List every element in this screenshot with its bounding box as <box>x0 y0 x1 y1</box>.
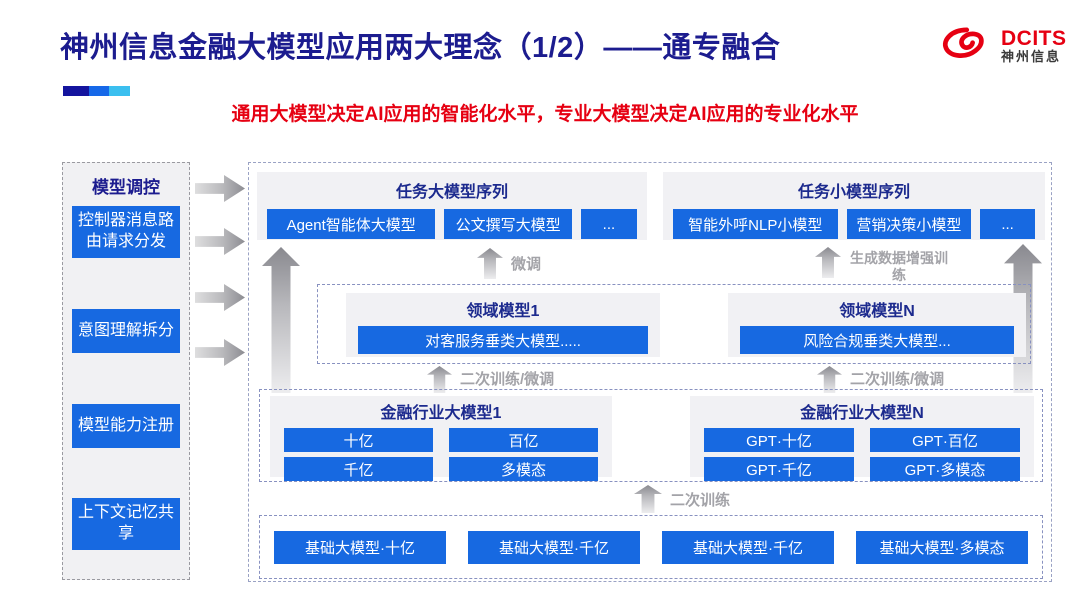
panel-title: 任务小模型序列 <box>797 184 910 201</box>
gen-data-train-label: 生成数据增强训练 <box>850 250 948 283</box>
flow-right-arrow-icon <box>195 339 245 366</box>
industry-model-n-panel: 金融行业大模型N GPT·十亿 GPT·百亿 GPT·千亿 GPT·多模态 <box>690 396 1034 481</box>
industry-model-1-panel: 金融行业大模型1 十亿 百亿 千亿 多模态 <box>270 396 612 481</box>
dcits-logo: DCITS 神州信息 <box>940 22 1067 69</box>
sidebar-item-message-routing: 控制器消息路由请求分发 <box>72 206 180 258</box>
sidebar-item-context-memory: 上下文记忆共享 <box>72 498 180 550</box>
accent-bar-segment <box>109 86 130 96</box>
model-chip-customer-service: 对客服务垂类大模型..... <box>358 326 648 354</box>
retrain-finetune-label: 二次训练/微调 <box>460 371 555 388</box>
model-chip-gpt-100b: GPT·千亿 <box>704 457 854 481</box>
industry-models-box: 金融行业大模型1 十亿 百亿 千亿 多模态 金融行业大模型N GPT·十亿 GP… <box>259 389 1043 482</box>
model-control-panel: 模型调控 控制器消息路由请求分发 意图理解拆分 模型能力注册 上下文记忆共享 <box>62 162 190 580</box>
panel-title: 金融行业大模型1 <box>380 405 502 422</box>
domain-model-n-panel: 领域模型N 风险合规垂类大模型... <box>728 293 1026 357</box>
retrain-label: 二次训练 <box>670 492 731 509</box>
panel-title: 领域模型1 <box>466 303 540 320</box>
model-chip-agent: Agent智能体大模型 <box>267 209 436 239</box>
logo-text: DCITS 神州信息 <box>1001 27 1067 64</box>
slide-subtitle: 通用大模型决定AI应用的智能化水平，专业大模型决定AI应用的专业化水平 <box>231 104 859 125</box>
sidebar-title: 模型调控 <box>92 178 160 197</box>
base-models-box: 基础大模型·十亿 基础大模型·千亿 基础大模型·千亿 基础大模型·多模态 <box>259 515 1043 579</box>
model-chip-gpt-multimodal: GPT·多模态 <box>870 457 1020 481</box>
model-architecture-diagram: 任务大模型序列 Agent智能体大模型 公文撰写大模型 ... 任务小模型序列 … <box>248 162 1052 582</box>
task-small-model-panel: 任务小模型序列 智能外呼NLP小模型 营销决策小模型 ... <box>663 172 1045 240</box>
logo-brand-cn: 神州信息 <box>1001 48 1062 64</box>
retrain-finetune-label: 二次训练/微调 <box>850 371 945 388</box>
model-chip-base-multimodal: 基础大模型·多模态 <box>856 530 1028 564</box>
accent-bar-segment <box>63 86 89 96</box>
model-chip-10b: 百亿 <box>449 428 598 452</box>
model-chip-1b: 十亿 <box>284 428 433 452</box>
flow-right-arrow-icon <box>195 228 245 255</box>
model-chip-ellipsis: ... <box>980 209 1035 239</box>
fine-tune-label: 微调 <box>511 256 542 273</box>
model-chip-outbound-nlp: 智能外呼NLP小模型 <box>673 209 838 239</box>
model-chip-gpt-10b: GPT·百亿 <box>870 428 1020 452</box>
model-chip-marketing-decision: 营销决策小模型 <box>846 209 972 239</box>
industry-model-1-grid: 十亿 百亿 千亿 多模态 <box>284 428 598 481</box>
task-small-model-row: 智能外呼NLP小模型 营销决策小模型 ... <box>663 202 1045 239</box>
model-chip-risk-compliance: 风险合规垂类大模型... <box>740 326 1014 354</box>
model-chip-base-100b: 基础大模型·千亿 <box>662 530 834 564</box>
model-chip-multimodal: 多模态 <box>449 457 598 481</box>
model-chip-base-1b: 基础大模型·十亿 <box>274 530 446 564</box>
model-chip-100b: 千亿 <box>284 457 433 481</box>
industry-model-n-grid: GPT·十亿 GPT·百亿 GPT·千亿 GPT·多模态 <box>704 428 1020 481</box>
accent-bar-segment <box>89 86 109 96</box>
task-large-model-panel: 任务大模型序列 Agent智能体大模型 公文撰写大模型 ... <box>257 172 647 240</box>
up-arrow-icon <box>477 248 503 279</box>
flow-right-arrow-icon <box>195 284 245 311</box>
model-chip-gpt-1b: GPT·十亿 <box>704 428 854 452</box>
domain-models-box: 领域模型1 对客服务垂类大模型..... 领域模型N 风险合规垂类大模型... <box>317 284 1031 364</box>
up-arrow-icon <box>815 247 841 278</box>
model-chip-base-100b: 基础大模型·千亿 <box>468 530 640 564</box>
flow-right-arrow-icon <box>195 175 245 202</box>
panel-title: 领域模型N <box>839 303 915 320</box>
sidebar-item-intent-split: 意图理解拆分 <box>72 309 180 353</box>
title-accent-bar <box>63 86 130 96</box>
logo-brand: DCITS <box>1001 26 1067 50</box>
dcits-swirl-icon <box>940 22 994 69</box>
panel-title: 金融行业大模型N <box>800 405 924 422</box>
panel-title: 任务大模型序列 <box>395 184 508 201</box>
tall-up-arrow-icon <box>262 247 300 393</box>
model-chip-ellipsis: ... <box>580 209 637 239</box>
page-title: 神州信息金融大模型应用两大理念（1/2）——通专融合 <box>60 32 781 64</box>
model-chip-document-writing: 公文撰写大模型 <box>444 209 572 239</box>
task-large-model-row: Agent智能体大模型 公文撰写大模型 ... <box>257 202 647 239</box>
up-arrow-icon <box>634 485 662 513</box>
sidebar-item-capability-register: 模型能力注册 <box>72 404 180 448</box>
domain-model-1-panel: 领域模型1 对客服务垂类大模型..... <box>346 293 660 357</box>
